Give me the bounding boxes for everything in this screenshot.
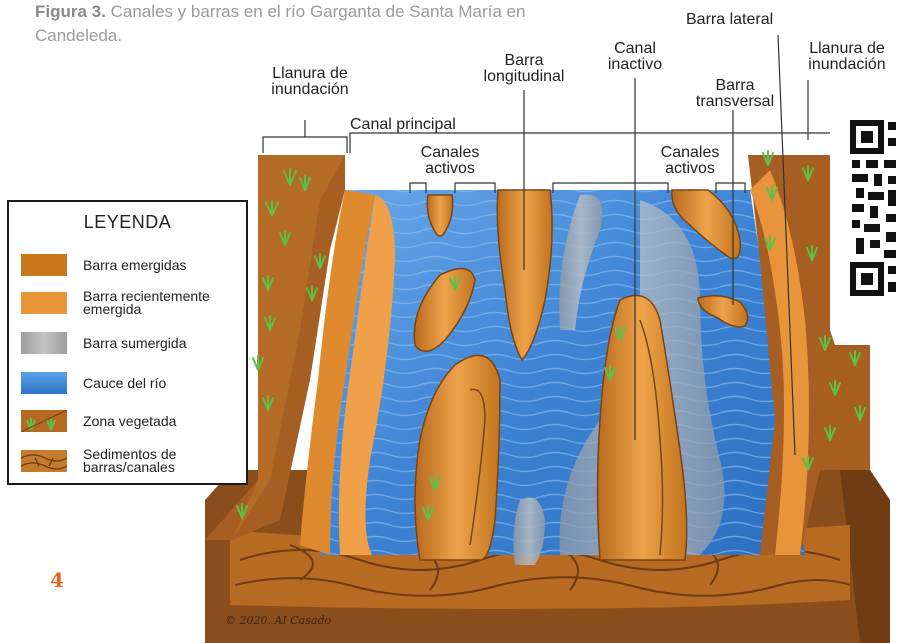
sediment-pattern-icon: [21, 450, 67, 472]
legend-swatch: [21, 254, 67, 276]
legend-item: Cauce del río: [19, 366, 244, 400]
legend-item: Zona vegetada: [19, 404, 244, 438]
label-barra-transversal: Barra transversal: [688, 78, 782, 110]
label-canal-inactivo: Canal inactivo: [598, 41, 672, 73]
legend-label: Cauce del río: [83, 366, 166, 400]
label-llanura-left: Llanura de inundación: [262, 66, 358, 98]
copyright-signature: © 2020. AI Casado: [225, 614, 331, 627]
legend-swatch: [21, 372, 67, 394]
grass-icon: [21, 410, 67, 432]
legend-swatch: [21, 332, 67, 354]
legend-label: Barra emergidas: [83, 248, 187, 282]
legend-item: Barra sumergida: [19, 326, 244, 360]
page-number: 4: [50, 568, 64, 592]
legend-title: LEYENDA: [9, 212, 246, 233]
label-canal-principal: Canal principal: [350, 117, 456, 133]
legend-label: Barra recientemente emergida: [83, 286, 210, 320]
legend-swatch: [21, 450, 67, 472]
legend-item: Sedimentos de barras/canales: [19, 444, 244, 478]
legend-swatch: [21, 292, 67, 314]
qr-code: [830, 110, 899, 325]
label-canales-activos-left: Canales activos: [410, 145, 490, 177]
legend-label: Zona vegetada: [83, 404, 176, 438]
label-barra-longitudinal: Barra longitudinal: [468, 53, 580, 85]
legend-item: Barra emergidas: [19, 248, 244, 282]
label-canales-activos-right: Canales activos: [650, 145, 730, 177]
label-barra-lateral: Barra lateral: [686, 12, 773, 28]
legend-item: Barra recientemente emergida: [19, 286, 244, 320]
label-llanura-right: Llanura de inundación: [797, 41, 897, 73]
legend-label: Sedimentos de barras/canales: [83, 444, 176, 478]
legend: LEYENDA Barra emergidas Barra recienteme…: [7, 200, 248, 485]
legend-label: Barra sumergida: [83, 326, 187, 360]
legend-swatch: [21, 410, 67, 432]
